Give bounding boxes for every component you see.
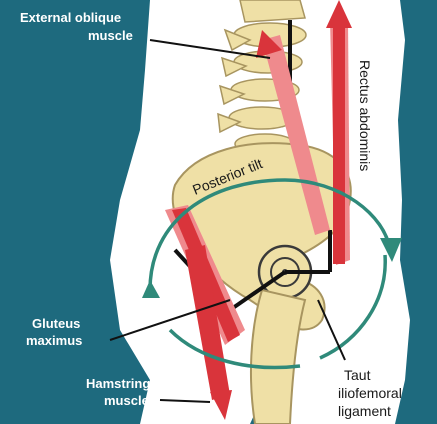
label-taut-3: ligament bbox=[338, 403, 391, 419]
label-taut-1: Taut bbox=[344, 367, 371, 383]
label-hamstring-1: Hamstring bbox=[86, 376, 150, 391]
label-gluteus-2: maximus bbox=[26, 333, 82, 348]
label-taut-2: iliofemoral bbox=[338, 385, 402, 401]
label-external-oblique-1: External oblique bbox=[20, 10, 121, 25]
label-gluteus-1: Gluteus bbox=[32, 316, 80, 331]
label-rectus-abdominis: Rectus abdominis bbox=[357, 60, 373, 171]
label-external-oblique-2: muscle bbox=[88, 28, 133, 43]
label-hamstring-2: muscle bbox=[104, 393, 149, 408]
